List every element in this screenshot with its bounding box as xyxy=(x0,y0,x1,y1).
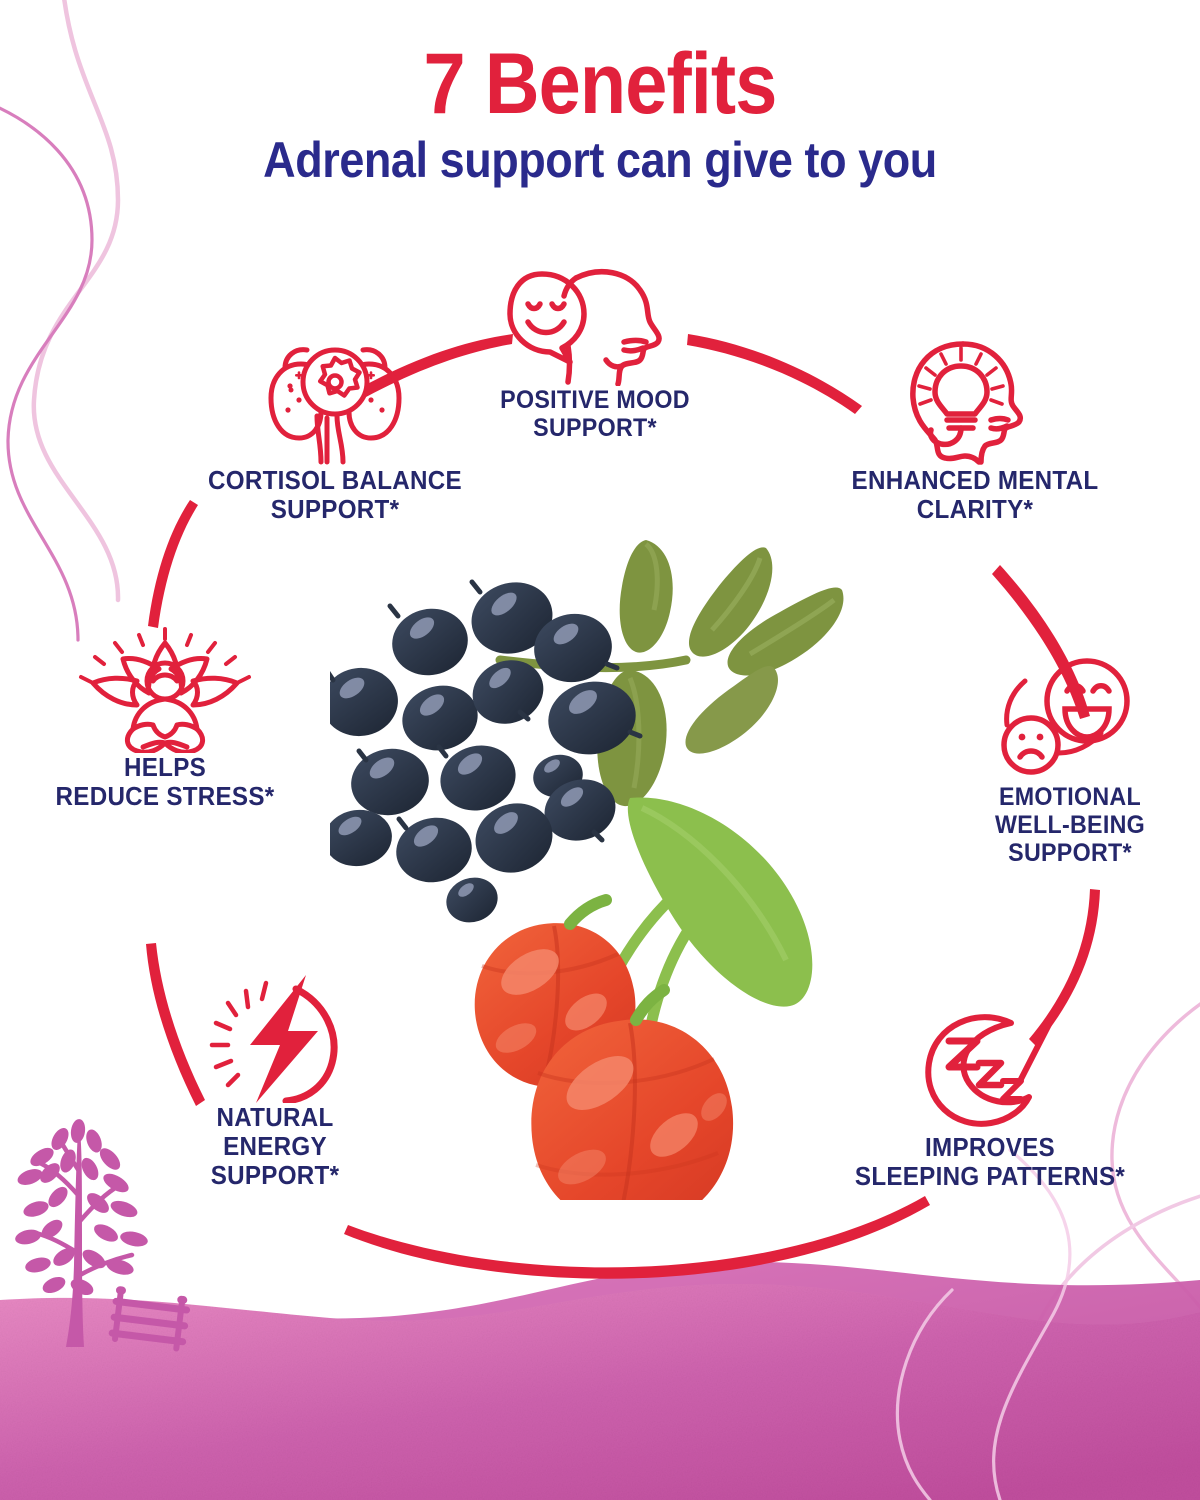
lightning-bolt-icon xyxy=(95,975,455,1103)
benefit-label: EMOTIONAL WELL-BEING SUPPORT* xyxy=(994,783,1146,867)
benefit-emotional-wellbeing[interactable]: EMOTIONAL WELL-BEING SUPPORT* xyxy=(935,655,1200,867)
benefit-label: ENHANCED MENTAL CLARITY* xyxy=(851,465,1099,525)
adrenal-glands-icon xyxy=(125,338,545,466)
head-smiley-speech-bubble-icon xyxy=(395,258,795,386)
page-title: 7 Benefits xyxy=(423,36,778,132)
happy-sad-faces-icon xyxy=(935,655,1200,783)
benefit-mental-clarity[interactable]: ENHANCED MENTAL CLARITY* xyxy=(775,338,1175,524)
swoosh-over-hill xyxy=(895,1148,1072,1500)
benefit-sleeping-patterns[interactable]: IMPROVES SLEEPING PATTERNS* xyxy=(790,1005,1190,1191)
hill-back xyxy=(0,1261,1200,1500)
header: 7 Benefits Adrenal support can give to y… xyxy=(0,36,1200,189)
elderberry-and-acerola-cherry-illustration xyxy=(330,540,844,1200)
benefit-label: POSITIVE MOOD SUPPORT* xyxy=(500,386,690,442)
page-subtitle: Adrenal support can give to you xyxy=(263,132,937,189)
acerola-cherries xyxy=(474,894,734,1200)
park-bench-silhouette xyxy=(108,1286,191,1352)
benefit-reduce-stress[interactable]: HELPS REDUCE STRESS* xyxy=(0,625,345,811)
arc-sleep-energy xyxy=(344,1196,930,1279)
benefit-label: HELPS REDUCE STRESS* xyxy=(55,752,275,812)
benefit-label: IMPROVES SLEEPING PATTERNS* xyxy=(854,1132,1126,1192)
meditation-lotus-icon xyxy=(0,625,345,753)
benefit-positive-mood[interactable]: POSITIVE MOOD SUPPORT* xyxy=(395,258,795,442)
elderberry-cluster xyxy=(330,579,643,923)
head-lightbulb-icon xyxy=(775,338,1175,466)
hill-front xyxy=(0,1284,1200,1500)
benefit-label: CORTISOL BALANCE SUPPORT* xyxy=(208,465,462,525)
benefit-cortisol-balance[interactable]: CORTISOL BALANCE SUPPORT* xyxy=(125,338,545,524)
benefit-natural-energy[interactable]: NATURAL ENERGY SUPPORT* xyxy=(95,975,455,1190)
crescent-moon-zzz-icon xyxy=(790,1005,1190,1133)
benefit-label: NATURAL ENERGY SUPPORT* xyxy=(210,1102,340,1191)
